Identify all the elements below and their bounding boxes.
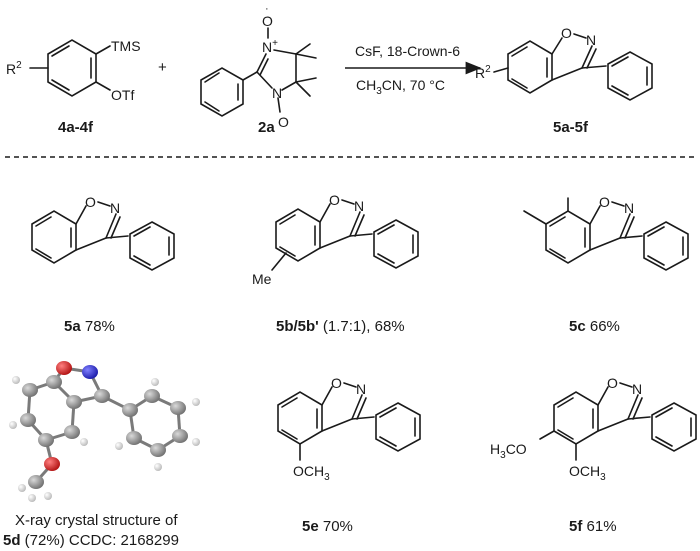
o-label: O <box>85 194 96 210</box>
reagent-4a-4f: TMS OTf R2 4a-4f <box>6 38 141 136</box>
reagent-id-4a-4f: 4a-4f <box>58 119 94 136</box>
och3-label: OCH3 <box>293 463 330 483</box>
caption-5d-line-1: X-ray crystal structure of <box>15 512 178 529</box>
xray-oxygen-ring <box>56 361 72 375</box>
caption-5b: 5b/5b' (1.7:1), 68% <box>276 318 405 335</box>
h3co-label: H3CO <box>490 441 527 461</box>
n-plus-label: N+ <box>262 38 278 55</box>
o-bottom-label: O <box>278 114 289 130</box>
svg-text:·: · <box>265 3 269 15</box>
caption-5d-line-2: 5d (72%) CCDC: 2168299 <box>3 532 179 549</box>
conditions-line-1: CsF, 18-Crown-6 <box>355 43 460 59</box>
tms-label: TMS <box>111 38 141 54</box>
compound-5c: O N 5c 66% <box>523 194 689 335</box>
product-id-5a-5f: 5a-5f <box>553 119 589 136</box>
caption-5f: 5f 61% <box>569 518 617 535</box>
caption-5a: 5a 78% <box>64 318 115 335</box>
compound-5e: O N OCH3 5e 70% <box>277 375 421 535</box>
caption-5e: 5e 70% <box>302 518 353 535</box>
reagent-id-2a: 2a <box>258 119 275 136</box>
caption-5c: 5c 66% <box>569 318 620 335</box>
r2-label: R2 <box>6 60 22 77</box>
plus-sign: + <box>158 59 167 76</box>
o-label: O <box>599 194 610 210</box>
o-label: O <box>329 192 340 208</box>
me-label: Me <box>252 271 272 287</box>
compound-5a: O N 5a 78% <box>31 194 175 335</box>
n-label: N <box>110 200 120 216</box>
o-label: O <box>561 25 572 41</box>
och3-label: OCH3 <box>569 463 606 483</box>
n-label: N <box>586 32 596 48</box>
n-bottom-label: N <box>272 85 282 101</box>
xray-carbons <box>20 375 188 489</box>
xray-hydrogens <box>9 376 200 502</box>
otf-label: OTf <box>111 87 134 103</box>
compound-5d-xray: X-ray crystal structure of 5d (72%) CCDC… <box>3 361 200 549</box>
compound-5b: O N Me 5b/5b' (1.7:1), 68% <box>252 192 419 335</box>
product-5a-5f: O N R2 5a-5f <box>475 25 653 136</box>
n-label: N <box>624 200 634 216</box>
xray-oxygen-methoxy <box>44 457 60 471</box>
xray-nitrogen <box>82 365 98 379</box>
reagent-2a: O · N+ N O 2a <box>200 3 317 136</box>
r2-label: R2 <box>475 64 491 81</box>
conditions-line-2: CH3CN, 70 °C <box>356 77 445 97</box>
o-top-label: O <box>262 13 273 29</box>
o-label: O <box>607 375 618 391</box>
o-label: O <box>331 375 342 391</box>
n-label: N <box>632 381 642 397</box>
compound-5f: O N OCH3 H3CO 5f 61% <box>490 375 697 535</box>
n-label: N <box>356 381 366 397</box>
reaction-arrow: CsF, 18-Crown-6 CH3CN, 70 °C <box>345 43 482 97</box>
n-label: N <box>354 198 364 214</box>
